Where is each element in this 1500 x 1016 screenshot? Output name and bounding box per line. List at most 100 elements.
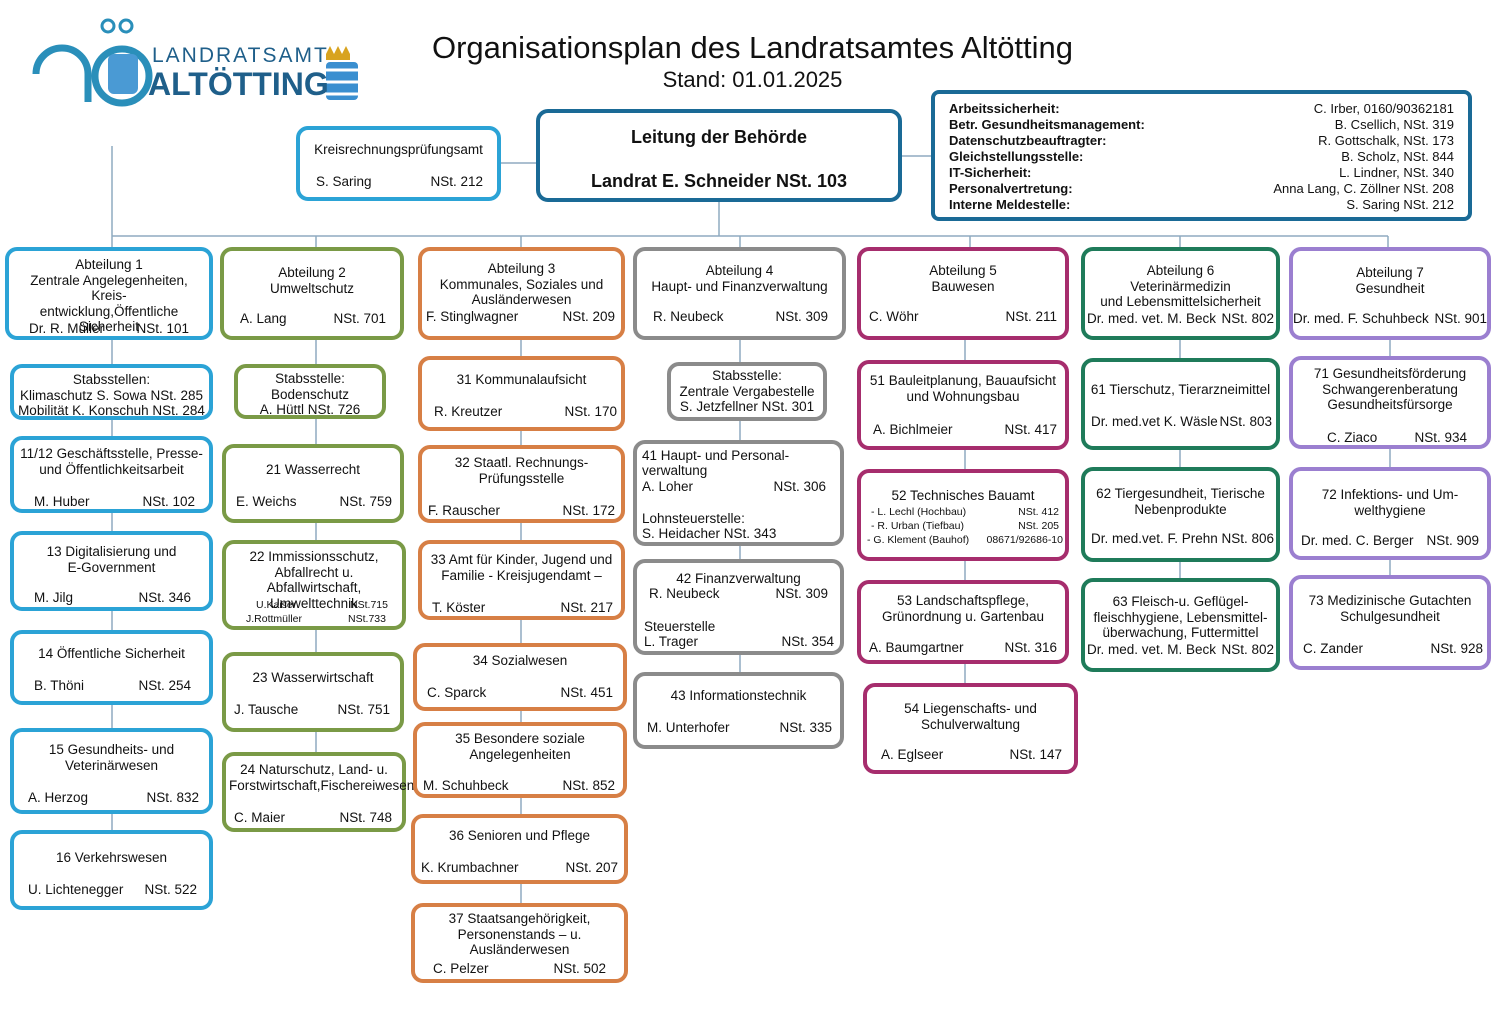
box-nst: NSt. 309 — [775, 586, 828, 601]
box-person: A. Loher — [642, 479, 694, 494]
box-nst: NSt. 309 — [775, 309, 828, 324]
box-nst: NSt. 316 — [1004, 640, 1057, 655]
box-person: - L. Lechl (Hochbau) — [871, 506, 967, 518]
info-row: Betr. Gesundheitsmanagement:B. Csellich,… — [949, 117, 1454, 132]
box-person: E. Weichs — [236, 494, 297, 509]
sachgebiet-54-box: 54 Liegenschafts- und Schulverwaltung A.… — [863, 683, 1078, 774]
box-nst: NSt. 209 — [562, 309, 615, 324]
box-nst: NSt. 147 — [1009, 747, 1062, 762]
box-person: C. Wöhr — [869, 309, 919, 324]
box-heading: 63 Fleisch-u. Geflügel- fleischhygiene, … — [1093, 594, 1268, 640]
info-row: Gleichstellungsstelle:B. Scholz, NSt. 84… — [949, 149, 1454, 164]
abteilung-7-box: Abteilung 7 Gesundheit Dr. med. F. Schuh… — [1289, 247, 1491, 340]
box-heading: 32 Staatl. Rechnungs- Prüfungsstelle — [454, 455, 589, 486]
sachgebiet-71-box: 71 Gesundheitsförderung Schwangerenberat… — [1289, 356, 1491, 449]
sachgebiet-32-box: 32 Staatl. Rechnungs- Prüfungsstelle F. … — [418, 445, 625, 523]
box-person: M. Jilg — [34, 590, 74, 605]
sachgebiet-22-box: 22 Immissionsschutz, Abfallrecht u. Abfa… — [222, 540, 406, 630]
sachgebiet-53-box: 53 Landschaftspflege, Grünordnung u. Gar… — [857, 580, 1069, 664]
box-heading: Stabsstellen: Klimaschutz S. Sowa NSt. 2… — [18, 372, 205, 418]
box-nst: NSt. 803 — [1219, 414, 1272, 429]
box-heading: 21 Wasserrecht — [265, 462, 361, 477]
box-heading: 41 Haupt- und Personal- — [642, 448, 790, 463]
sachgebiet-11-12-box: 11/12 Geschäftsstelle, Presse- und Öffen… — [10, 436, 213, 513]
stabsstelle-4-box: Stabsstelle: Zentrale Vergabestelle S. J… — [667, 362, 827, 421]
box-nst: NSt. 909 — [1426, 533, 1479, 548]
stand-date: Stand: 01.01.2025 — [662, 67, 843, 92]
box-person: B. Thöni — [34, 678, 85, 693]
box-heading: 31 Kommunalaufsicht — [456, 372, 587, 387]
box-heading: Abteilung 4 Haupt- und Finanzverwaltung — [651, 263, 828, 294]
box-nst: NSt. 412 — [1018, 506, 1059, 518]
box-heading: 14 Öffentliche Sicherheit — [38, 646, 185, 661]
box-heading: 51 Bauleitplanung, Bauaufsicht und Wohnu… — [869, 373, 1057, 404]
sachgebiet-63-box: 63 Fleisch-u. Geflügel- fleischhygiene, … — [1081, 578, 1280, 672]
box-nst: NSt. 451 — [560, 685, 613, 700]
box-heading: 72 Infektions- und Um- welthygiene — [1321, 487, 1459, 518]
box-nst: NSt. 207 — [565, 860, 618, 875]
box-subheading: Lohnsteuerstelle: — [642, 511, 745, 526]
sachgebiet-33-box: 33 Amt für Kinder, Jugend und Familie - … — [418, 540, 625, 620]
box-nst: NSt. 832 — [146, 790, 199, 805]
page-title: Organisationsplan des Landratsamtes Altö… — [431, 30, 1074, 65]
box-person: A. Baumgartner — [869, 640, 964, 655]
box-person: Dr. R. Müller — [29, 321, 105, 336]
sachgebiet-35-box: 35 Besondere soziale Angelegenheiten M. … — [413, 722, 627, 798]
box-heading: 62 Tiergesundheit, Tierische Nebenproduk… — [1096, 486, 1265, 517]
box-nst: NSt. 170 — [564, 404, 617, 419]
box-heading: Abteilung 3 Kommunales, Soziales und Aus… — [439, 261, 604, 307]
box-person: Dr. med. vet. M. Beck — [1087, 642, 1217, 657]
box-person: U.Kaiser — [256, 599, 297, 611]
abteilung-4-box: Abteilung 4 Haupt- und Finanzverwaltung … — [633, 247, 846, 340]
box-nst: NSt. 701 — [333, 311, 386, 326]
box-person: Dr. med.vet. F. Prehn — [1091, 531, 1218, 546]
box-person: A. Herzog — [28, 790, 89, 805]
box-heading: 52 Technisches Bauamt — [891, 488, 1035, 503]
box-heading: Abteilung 5 Bauwesen — [929, 263, 997, 294]
box-person: M. Unterhofer — [647, 720, 730, 735]
box-nst: NSt. 217 — [560, 600, 613, 615]
krp-nst: NSt. 212 — [430, 174, 483, 189]
info-row: Datenschutzbeauftragter:R. Gottschalk, N… — [949, 133, 1454, 148]
box-nst: NSt. 928 — [1430, 641, 1483, 656]
box-person: C. Pelzer — [433, 961, 489, 976]
box-nst: NSt. 172 — [562, 503, 615, 518]
landratsamt-emblem-icon — [32, 18, 358, 107]
box-heading: 61 Tierschutz, Tierarzneimittel — [1090, 382, 1271, 397]
box-heading: Abteilung 2 Umweltschutz — [269, 265, 355, 296]
box-person: S. Heidacher NSt. 343 — [642, 526, 777, 541]
leitung-name: Landrat E. Schneider NSt. 103 — [590, 171, 848, 191]
box-person: M. Schuhbeck — [423, 778, 509, 793]
box-nst: NSt. 522 — [144, 882, 197, 897]
box-person: - R. Urban (Tiefbau) — [871, 520, 964, 532]
box-heading: Stabsstelle: Bodenschutz A. Hüttl NSt. 7… — [259, 371, 361, 417]
box-person: Dr. med. F. Schuhbeck — [1293, 311, 1429, 326]
box-heading: 37 Staatsangehörigkeit, Personenstands –… — [448, 911, 591, 957]
sachgebiet-37-box: 37 Staatsangehörigkeit, Personenstands –… — [411, 903, 628, 983]
box-nst: 08671/92686-10 — [986, 534, 1064, 546]
krp-name: S. Saring — [316, 174, 372, 189]
box-heading: 22 Immissionsschutz, Abfallrecht u. Abfa… — [249, 549, 379, 611]
box-nst: NSt. 417 — [1004, 422, 1057, 437]
sachgebiet-73-box: 73 Medizinische Gutachten Schulgesundhei… — [1289, 575, 1491, 670]
box-person: L. Trager — [644, 634, 699, 649]
box-heading: 13 Digitalisierung und E-Government — [46, 544, 177, 575]
info-row: Interne Meldestelle:S. Saring NSt. 212 — [949, 197, 1454, 212]
box-nst: NSt. 748 — [339, 810, 392, 825]
box-nst: NSt.715 — [350, 599, 388, 611]
box-person: J. Tausche — [234, 702, 299, 717]
sachgebiet-52-box: 52 Technisches Bauamt - L. Lechl (Hochba… — [857, 469, 1069, 561]
box-person: J.Rottmüller — [246, 613, 303, 625]
box-nst: NSt. 759 — [339, 494, 392, 509]
abteilung-3-box: Abteilung 3 Kommunales, Soziales und Aus… — [418, 247, 625, 340]
box-nst: NSt. 306 — [773, 479, 826, 494]
box-heading: 35 Besondere soziale Angelegenheiten — [455, 731, 585, 762]
kreisrechnungspruefungsamt-box: Kreisrechnungsprüfungsamt S. Saring NSt.… — [296, 126, 501, 201]
sachgebiet-13-box: 13 Digitalisierung und E-Government M. J… — [10, 531, 213, 611]
